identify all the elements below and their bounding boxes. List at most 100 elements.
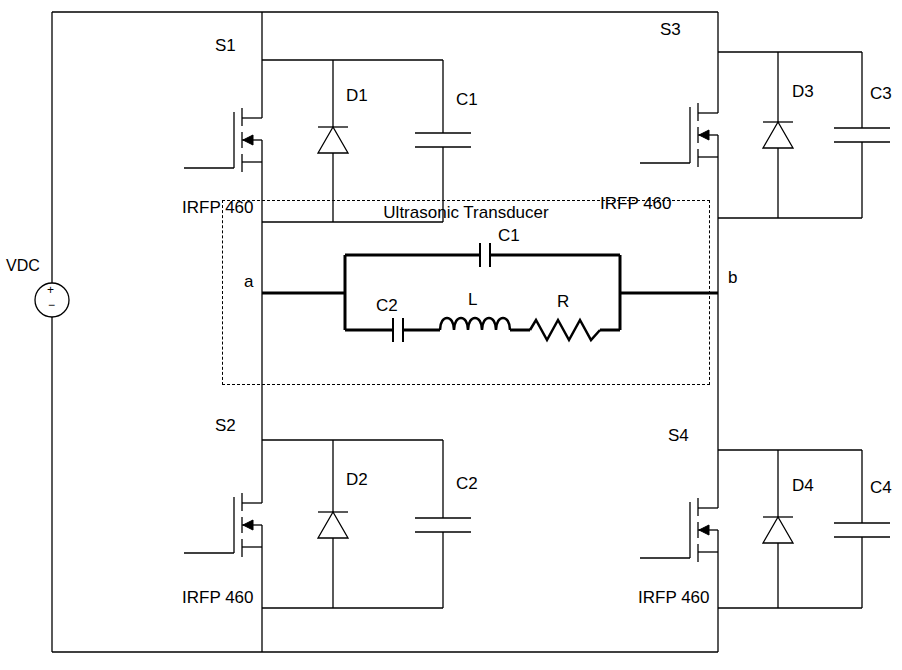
diode-symbol — [763, 517, 793, 543]
mosfet-stroke — [698, 551, 718, 552]
capacitor-lead — [861, 52, 862, 128]
left-rail — [51, 317, 52, 652]
mosfet-stroke — [697, 103, 698, 121]
leg-wire — [717, 218, 718, 450]
wire — [262, 439, 443, 440]
capacitor-lead — [861, 537, 862, 608]
part-number: IRFP 460 — [638, 588, 710, 608]
mosfet-symbol — [184, 440, 262, 608]
component-name: C1 — [456, 90, 478, 110]
capacitor-lead — [442, 60, 443, 133]
leg-wire — [261, 222, 262, 440]
mosfet-stroke — [717, 157, 718, 218]
mosfet-stroke — [242, 546, 262, 547]
diode-lead — [332, 538, 333, 608]
component-name: R — [557, 292, 569, 312]
mosfet-stroke — [241, 108, 242, 126]
capacitor-lead — [442, 532, 443, 608]
mosfet-stroke — [241, 539, 242, 557]
wire — [718, 607, 862, 608]
component-name: C4 — [870, 478, 892, 498]
switch-name: S3 — [660, 20, 681, 40]
component-name: D3 — [792, 82, 814, 102]
mosfet-stroke — [640, 162, 690, 163]
mosfet-stroke — [242, 117, 262, 118]
component-name: D4 — [792, 476, 814, 496]
switch-name: S4 — [668, 426, 689, 446]
mosfet-stroke — [261, 440, 262, 503]
capacitor-plate — [834, 127, 890, 129]
diode-lead — [777, 52, 778, 122]
mosfet-stroke — [184, 552, 234, 553]
mosfet-stroke — [233, 112, 234, 168]
mosfet-stroke — [241, 493, 242, 511]
diode-lead — [332, 60, 333, 127]
mosfet-stroke — [717, 135, 718, 157]
mosfet-arrow — [243, 520, 253, 530]
diode-symbol — [318, 512, 348, 538]
mosfet-arrow — [699, 525, 709, 535]
top-rail — [52, 11, 718, 12]
mosfet-stroke — [698, 112, 718, 113]
mosfet-symbol — [640, 450, 718, 608]
mosfet-stroke — [698, 507, 718, 508]
transducer-wire — [619, 255, 622, 330]
diode-symbol — [763, 122, 793, 148]
diode-bar — [318, 126, 348, 127]
part-number: IRFP 460 — [600, 194, 672, 214]
wire — [261, 12, 262, 60]
switch-name: S2 — [215, 416, 236, 436]
wire — [718, 217, 862, 218]
mosfet-stroke — [261, 525, 262, 547]
terminal-name: b — [728, 268, 737, 288]
diode-bar — [318, 511, 348, 512]
mosfet-stroke — [184, 167, 234, 168]
mosfet-stroke — [698, 156, 718, 157]
mosfet-symbol — [184, 60, 262, 222]
diode-bar — [763, 121, 793, 122]
mosfet-stroke — [689, 502, 690, 558]
capacitor-plate — [479, 243, 481, 267]
mosfet-stroke — [261, 547, 262, 608]
terminal-name: a — [244, 272, 253, 292]
transducer-box: Ultrasonic Transducer — [222, 200, 710, 385]
left-rail — [51, 12, 52, 283]
inductor-symbol — [440, 318, 510, 330]
diode-bar — [763, 516, 793, 517]
diode-lead — [777, 543, 778, 608]
wire — [717, 608, 718, 652]
wire — [261, 608, 262, 652]
part-number: IRFP 460 — [182, 198, 254, 218]
mosfet-stroke — [697, 149, 698, 167]
capacitor-lead — [861, 142, 862, 218]
mosfet-stroke — [261, 140, 262, 162]
mosfet-stroke — [717, 530, 718, 552]
wire — [717, 12, 718, 52]
mosfet-stroke — [689, 107, 690, 163]
resistor-symbol — [530, 320, 600, 340]
mosfet-stroke — [241, 154, 242, 172]
capacitor-plate — [415, 517, 471, 519]
diode-symbol — [318, 127, 348, 153]
polarity-sign: − — [48, 298, 55, 313]
capacitor-plate — [489, 243, 491, 267]
transducer-wire — [510, 329, 530, 332]
component-name: D1 — [346, 86, 368, 106]
diode-lead — [777, 148, 778, 218]
transducer-wire — [403, 329, 440, 332]
transducer-wire — [490, 254, 620, 257]
capacitor-plate — [834, 522, 890, 524]
polarity-sign: + — [47, 283, 54, 298]
transducer-wire — [344, 255, 347, 330]
mosfet-stroke — [261, 60, 262, 118]
transducer-wire — [345, 254, 480, 257]
transducer-wire — [600, 329, 620, 332]
transducer-wire — [345, 329, 393, 332]
component-name: C3 — [870, 84, 892, 104]
mosfet-stroke — [717, 450, 718, 508]
part-number: IRFP 460 — [182, 588, 254, 608]
mosfet-stroke — [242, 161, 262, 162]
mosfet-stroke — [717, 552, 718, 608]
mosfet-stroke — [697, 544, 698, 562]
